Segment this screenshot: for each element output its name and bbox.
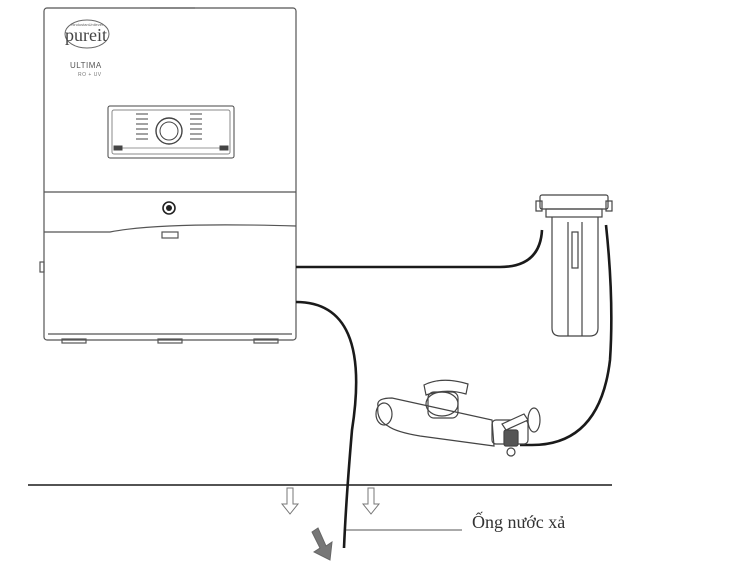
pre-filter xyxy=(535,194,613,337)
dispense-button xyxy=(162,201,176,215)
brand-small-text: HindustanUnilever xyxy=(71,22,104,27)
model-name: ULTIMA xyxy=(70,61,102,70)
brand-logo xyxy=(64,19,110,49)
feed-pipe xyxy=(520,224,613,447)
down-arrow-icon xyxy=(280,487,300,515)
drain-pipe-label: Ống nước xả xyxy=(472,512,566,532)
down-arrow-icon xyxy=(361,487,381,515)
drain-pipe xyxy=(295,300,358,549)
drain-arrow-icon xyxy=(311,527,333,561)
faucet xyxy=(375,379,541,457)
model-sub: RO + UV xyxy=(78,72,102,78)
brand-text: pureit xyxy=(65,25,107,45)
control-panel xyxy=(107,105,235,159)
inlet-pipe xyxy=(296,229,544,269)
water-purifier xyxy=(39,7,297,344)
